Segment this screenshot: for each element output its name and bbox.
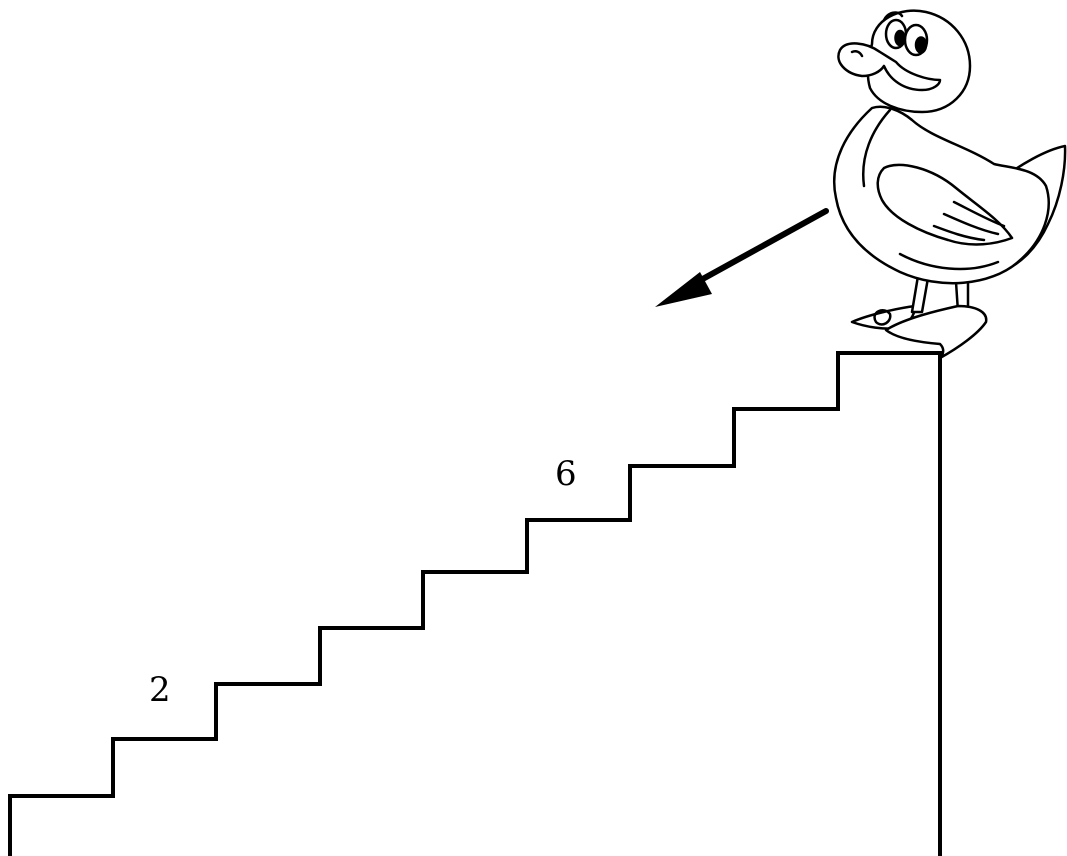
duck-pupil-left (896, 31, 905, 45)
staircase (10, 353, 940, 854)
step-label-2: 2 (149, 670, 171, 710)
staircase-outline (10, 353, 940, 854)
duck-pupil-right (916, 38, 926, 53)
step-label-6: 6 (555, 454, 577, 494)
duck-icon (834, 11, 1065, 358)
arrow-icon (655, 211, 826, 307)
